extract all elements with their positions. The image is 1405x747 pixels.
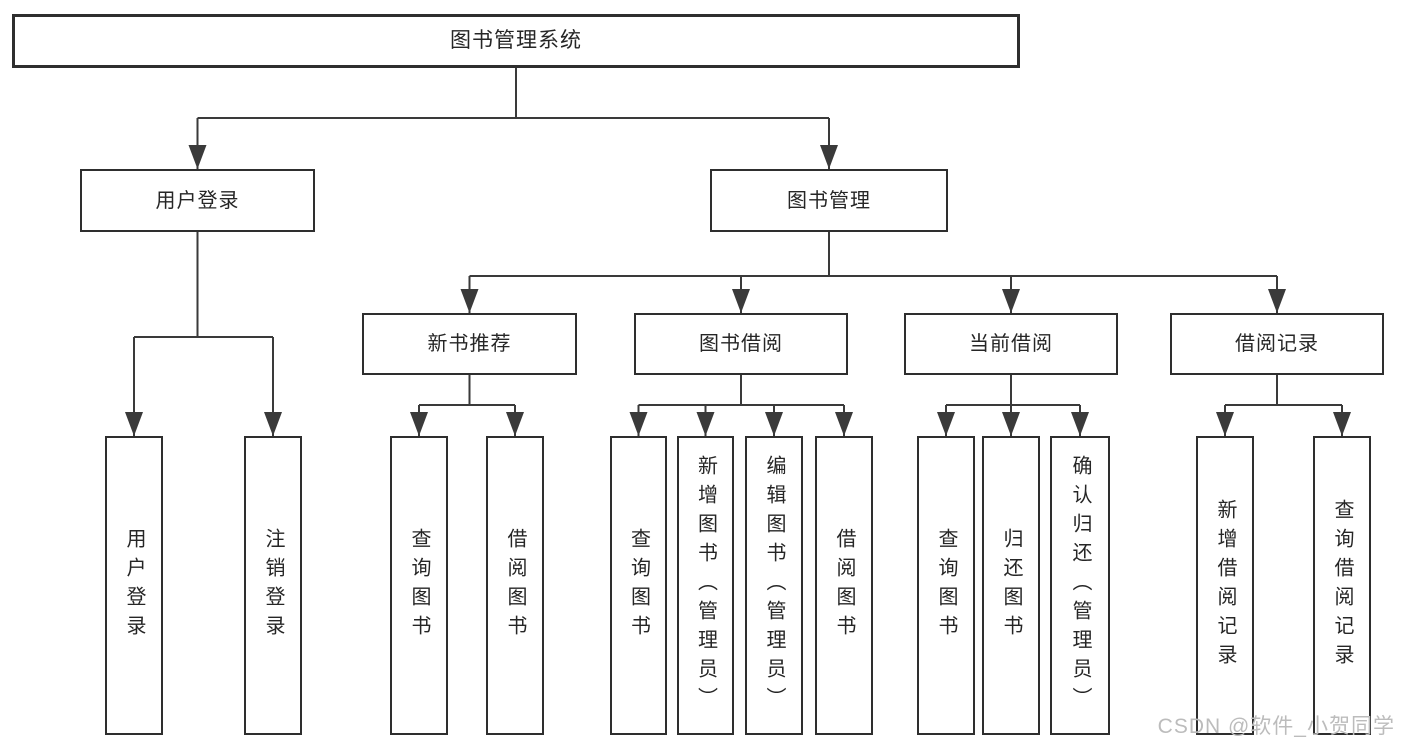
node-label: 编辑图书（管理员） bbox=[763, 455, 785, 716]
leaf-add-borrow-record: 新增借阅记录 bbox=[1196, 436, 1254, 735]
node-label: 用户登录 bbox=[123, 527, 145, 644]
leaf-add-book-admin: 新增图书（管理员） bbox=[677, 436, 734, 735]
node-label: 图书管理系统 bbox=[450, 29, 582, 53]
node-book-borrowing: 图书借阅 bbox=[634, 313, 848, 375]
leaf-borrow-books-1: 借阅图书 bbox=[486, 436, 544, 735]
node-label: 新书推荐 bbox=[427, 333, 512, 355]
node-user-login-branch: 用户登录 bbox=[80, 169, 315, 232]
node-current-borrowing: 当前借阅 bbox=[904, 313, 1118, 375]
leaf-query-books-1: 查询图书 bbox=[390, 436, 448, 735]
leaf-borrow-books-2: 借阅图书 bbox=[815, 436, 873, 735]
node-borrowing-records: 借阅记录 bbox=[1170, 313, 1384, 375]
leaf-return-book: 归还图书 bbox=[982, 436, 1040, 735]
leaf-logout: 注销登录 bbox=[244, 436, 302, 735]
node-label: 借阅记录 bbox=[1235, 333, 1319, 355]
leaf-query-books-2: 查询图书 bbox=[610, 436, 667, 735]
node-label: 新增图书（管理员） bbox=[694, 455, 717, 716]
watermark: CSDN @软件_小贺同学 bbox=[1157, 715, 1395, 738]
node-label: 归还图书 bbox=[1000, 527, 1022, 644]
node-label: 图书借阅 bbox=[699, 333, 783, 355]
node-label: 查询借阅记录 bbox=[1331, 498, 1353, 673]
node-label: 查询图书 bbox=[627, 527, 650, 644]
leaf-query-borrow-record: 查询借阅记录 bbox=[1313, 436, 1371, 735]
leaf-user-login: 用户登录 bbox=[105, 436, 163, 735]
node-label: 新增借阅记录 bbox=[1214, 498, 1236, 673]
node-label: 查询图书 bbox=[935, 527, 957, 644]
leaf-query-books-3: 查询图书 bbox=[917, 436, 975, 735]
node-label: 当前借阅 bbox=[969, 333, 1053, 355]
node-book-management-branch: 图书管理 bbox=[710, 169, 948, 232]
node-label: 注销登录 bbox=[262, 527, 284, 644]
node-new-book-recommend: 新书推荐 bbox=[362, 313, 577, 375]
node-label: 借阅图书 bbox=[833, 527, 855, 644]
node-label: 用户登录 bbox=[155, 189, 240, 212]
leaf-confirm-return-admin: 确认归还（管理员） bbox=[1050, 436, 1110, 735]
node-label: 查询图书 bbox=[408, 527, 430, 644]
node-label: 借阅图书 bbox=[504, 527, 526, 644]
node-label: 确认归还（管理员） bbox=[1069, 455, 1091, 716]
node-label: 图书管理 bbox=[787, 189, 871, 212]
leaf-edit-book-admin: 编辑图书（管理员） bbox=[745, 436, 803, 735]
node-library-management-system: 图书管理系统 bbox=[12, 14, 1020, 68]
